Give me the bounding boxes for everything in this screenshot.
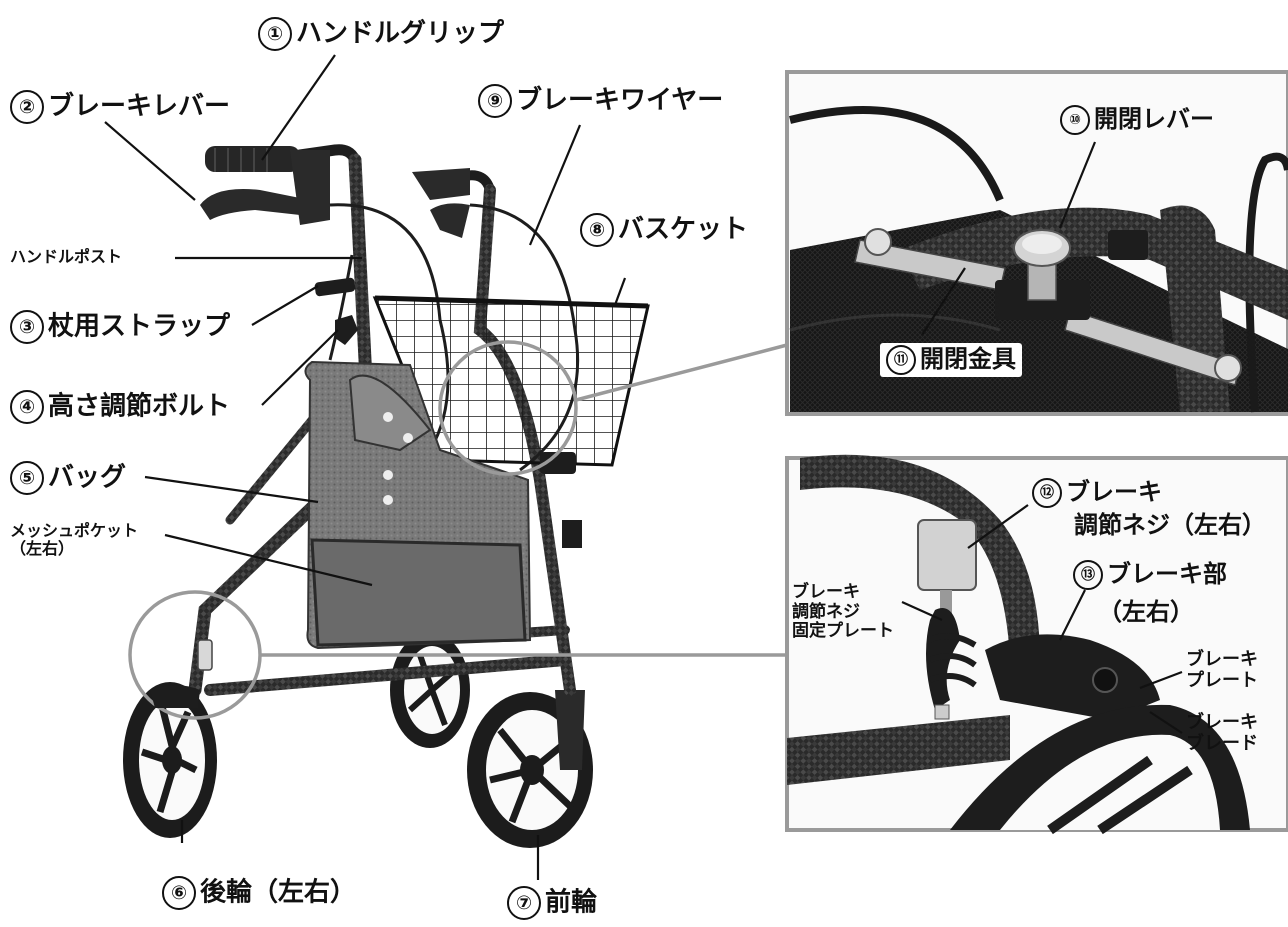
callout-7-text: 前輪: [545, 887, 598, 918]
callout-10-num: ⑩: [1060, 105, 1090, 135]
callout-10-text: 開閉レバー: [1094, 105, 1214, 133]
callout-12-text: ブレーキ: [1066, 478, 1162, 506]
label-brake-blade-line2: ブレード: [1186, 732, 1258, 754]
callout-4-num: ④: [10, 390, 44, 424]
rear-wheel-far: [390, 632, 470, 748]
height-bolt: [335, 315, 358, 345]
callout-9-num: ⑨: [478, 84, 512, 118]
callout-11-num: ⑪: [886, 345, 916, 375]
callout-5-text: バッグ: [48, 462, 127, 493]
callout-8-num: ⑧: [580, 213, 614, 247]
callout-13-line2: （左右）: [1098, 598, 1194, 626]
callout-12-num: ⑫: [1032, 478, 1062, 508]
label-mesh-pocket-line1: メッシュポケット: [10, 521, 139, 540]
callout-2-num: ②: [10, 90, 44, 124]
label-brake-plate: ブレーキ プレート: [1186, 649, 1258, 691]
label-brake-screw-plate-line3: 固定プレート: [792, 621, 894, 642]
front-wheel: [467, 690, 593, 848]
leader-12: [967, 504, 1029, 549]
callout-6-text: 後輪（左右）: [200, 877, 357, 908]
zoom-connector-top: [575, 343, 788, 402]
label-mesh-pocket: メッシュポケット （左右）: [10, 521, 139, 559]
callout-7-num: ⑦: [507, 886, 541, 920]
label-brake-blade: ブレーキ ブレード: [1186, 712, 1258, 754]
leader-screw-plate: [901, 600, 943, 622]
callout-6-num: ⑥: [162, 876, 196, 910]
zoom-ring-basket: [438, 340, 578, 476]
label-brake-plate-line2: プレート: [1186, 669, 1258, 691]
callout-13-text: ブレーキ部: [1107, 560, 1227, 588]
callout-9-text: ブレーキワイヤー: [516, 85, 724, 116]
label-handle-post: ハンドルポスト: [10, 247, 123, 266]
callout-13-num: ⑬: [1073, 560, 1103, 590]
callout-3-num: ③: [10, 310, 44, 344]
callout-1-text: ハンドルグリップ: [296, 18, 505, 49]
rear-wheel: [123, 682, 217, 838]
cane-strap: [314, 277, 356, 297]
inset-brake-detail: [785, 454, 1288, 835]
handle-grip: [200, 146, 470, 238]
callout-11-text: 開閉金具: [920, 345, 1016, 373]
leader-13: [1059, 589, 1086, 641]
leader-10: [1058, 141, 1097, 229]
label-brake-screw-plate: ブレーキ 調節ネジ 固定プレート: [792, 582, 894, 642]
label-brake-screw-plate-line2: 調節ネジ: [792, 601, 860, 622]
brake-adjust-knob: [197, 639, 213, 671]
callout-1-num: ①: [258, 17, 292, 51]
callout-2-text: ブレーキレバー: [48, 91, 231, 122]
callout-8-text: バスケット: [618, 214, 749, 245]
label-brake-screw-plate-line1: ブレーキ: [792, 582, 860, 602]
bag: [304, 360, 582, 650]
leader-brake-plate: [1139, 670, 1183, 690]
label-brake-plate-line1: ブレーキ: [1186, 649, 1258, 670]
callout-4-text: 高さ調節ボルト: [48, 391, 231, 422]
brake-block: [150, 685, 200, 708]
leader-11: [921, 267, 966, 336]
leader-brake-blade: [1149, 711, 1183, 734]
leader-lines: [104, 54, 627, 880]
label-brake-blade-line1: ブレーキ: [1186, 712, 1258, 733]
callout-12-line2: 調節ネジ（左右）: [1074, 511, 1266, 539]
callout-3-text: 杖用ストラップ: [48, 311, 231, 342]
label-mesh-pocket-line2: （左右）: [10, 539, 75, 559]
callout-5-num: ⑤: [10, 461, 44, 495]
